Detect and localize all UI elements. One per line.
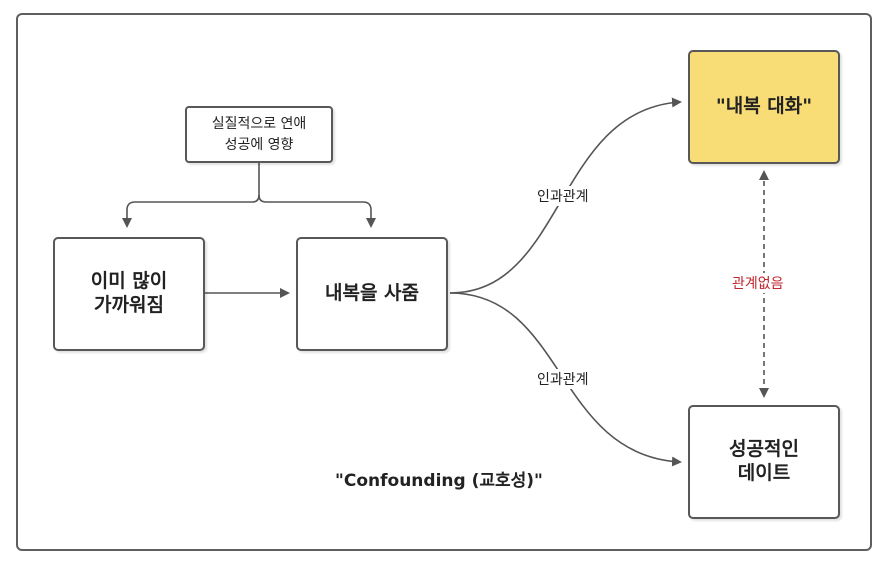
causal-label-upper: 인과관계 xyxy=(535,186,591,206)
unrelated-label: 관계없음 xyxy=(730,273,786,293)
intimate-talk-box: "내복 대화" xyxy=(688,50,840,164)
diagram-caption: "Confounding (교호성)" xyxy=(335,471,543,491)
causal-label-lower: 인과관계 xyxy=(535,369,591,389)
already-close-box: 이미 많이 가까워짐 xyxy=(53,237,205,351)
edge-note-to-buy-food xyxy=(258,194,376,228)
edge-note-to-already-close xyxy=(122,194,260,228)
successful-date-box: 성공적인 데이트 xyxy=(688,405,840,519)
influence-note-box: 실질적으로 연애 성공에 영향 xyxy=(185,106,333,163)
buy-food-box: 내복을 사줌 xyxy=(296,237,448,351)
